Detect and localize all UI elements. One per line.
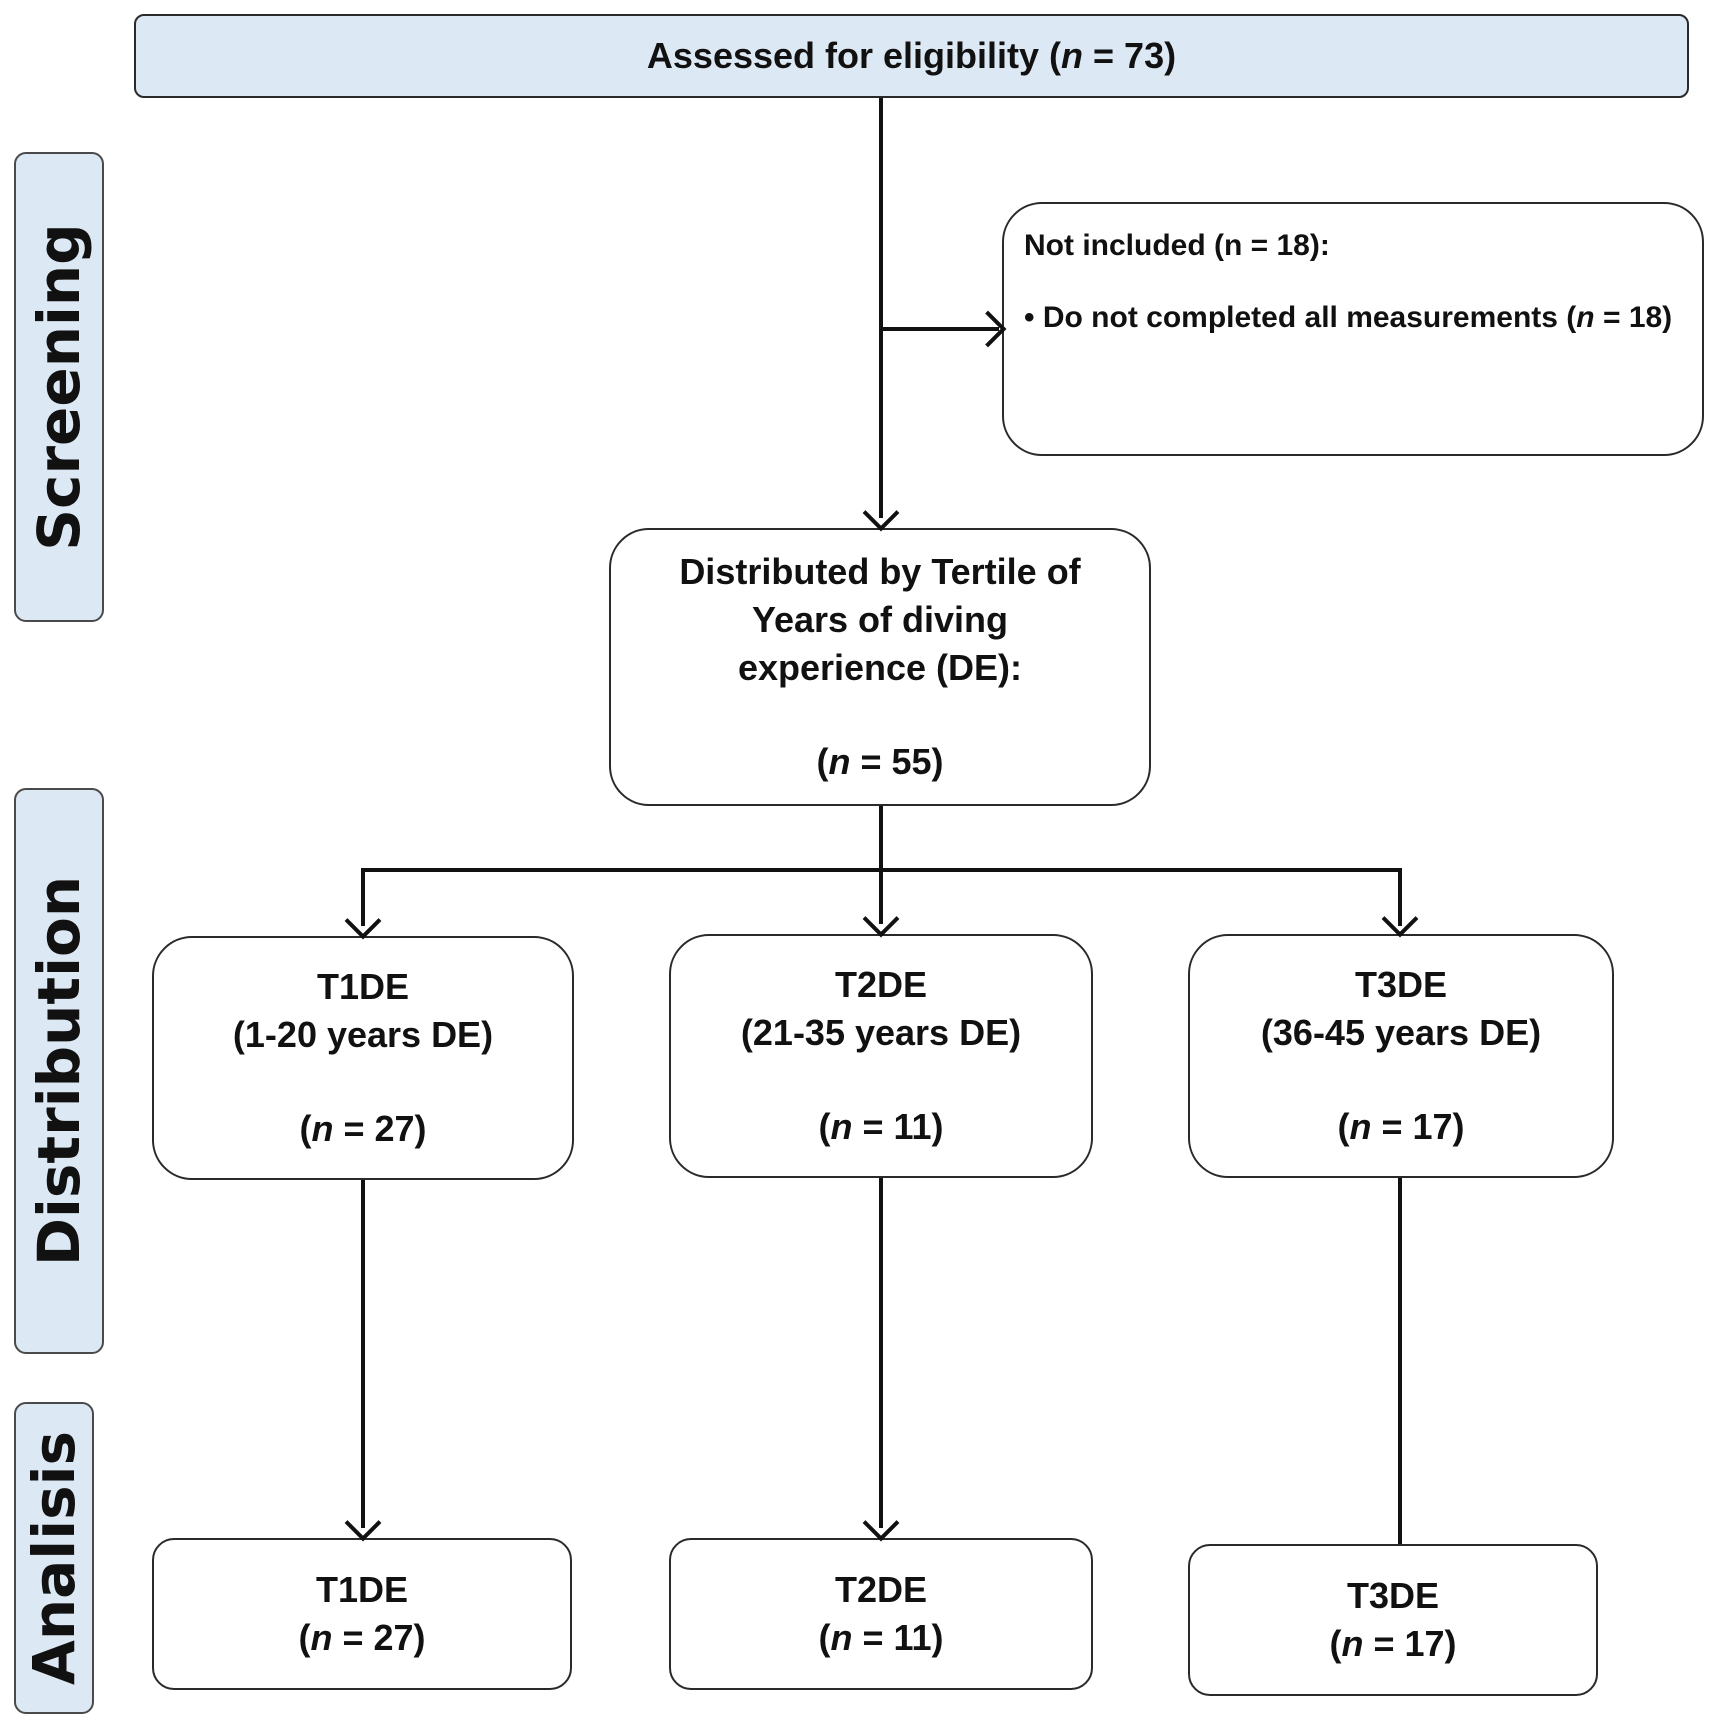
- distributed-count: (n = 55): [816, 741, 944, 782]
- analysis-name: T2DE: [834, 1569, 928, 1610]
- arrow-to-t2: [862, 900, 900, 938]
- connector-to-t3: [1398, 868, 1402, 926]
- distributed-line-3: experience (DE):: [737, 647, 1023, 688]
- phase-bar-screening: Screening: [14, 152, 104, 622]
- analysis-box-t3: T3DE (n = 17): [1188, 1544, 1598, 1696]
- phase-label-distribution: Distribution: [25, 875, 93, 1267]
- distributed-line-2: Years of diving: [751, 599, 1009, 640]
- assessed-text: Assessed for eligibility (n = 73): [646, 35, 1177, 76]
- excluded-title: Not included (n = 18):: [1024, 229, 1330, 262]
- analysis-box-t1: T1DE (n = 27): [152, 1538, 572, 1690]
- analysis-name: T1DE: [315, 1569, 409, 1610]
- excluded-reason: • Do not completed all measurements (n =…: [1024, 301, 1673, 334]
- connector-t2-analysis: [879, 1178, 883, 1528]
- group-name: T3DE: [1354, 964, 1448, 1005]
- group-range: (36-45 years DE): [1260, 1012, 1542, 1053]
- group-count: (n = 17): [1337, 1106, 1465, 1147]
- group-box-t3: T3DE (36-45 years DE) (n = 17): [1188, 934, 1614, 1178]
- connector-horizontal-bar: [361, 868, 1402, 872]
- phase-bar-distribution: Distribution: [14, 788, 104, 1354]
- distributed-line-1: Distributed by Tertile of: [679, 551, 1081, 592]
- group-count: (n = 27): [299, 1108, 427, 1149]
- group-box-t2: T2DE (21-35 years DE) (n = 11): [669, 934, 1093, 1178]
- arrow-to-t1: [344, 902, 382, 940]
- phase-bar-analysis: Analisis: [14, 1402, 94, 1714]
- analysis-box-t2: T2DE (n = 11): [669, 1538, 1093, 1690]
- arrow-to-excluded: [969, 310, 1007, 348]
- analysis-count: (n = 17): [1329, 1623, 1457, 1664]
- group-count: (n = 11): [818, 1106, 944, 1147]
- arrow-to-analysis-t1: [344, 1504, 382, 1542]
- assessed-box: Assessed for eligibility (n = 73): [134, 14, 1689, 98]
- group-name: T1DE: [316, 966, 410, 1007]
- group-name: T2DE: [834, 964, 928, 1005]
- group-range: (1-20 years DE): [232, 1014, 494, 1055]
- arrow-to-distributed: [862, 494, 900, 532]
- connector-to-excluded: [881, 327, 999, 331]
- analysis-count: (n = 27): [298, 1617, 426, 1658]
- arrow-to-analysis-t2: [862, 1504, 900, 1542]
- distributed-box: Distributed by Tertile of Years of divin…: [609, 528, 1151, 806]
- connector-t3-analysis: [1398, 1178, 1402, 1544]
- excluded-box: Not included (n = 18): • Do not complete…: [1002, 202, 1704, 456]
- phase-label-analysis: Analisis: [20, 1430, 88, 1686]
- connector-main-vertical: [879, 98, 883, 518]
- connector-to-t1: [361, 868, 365, 926]
- phase-label-screening: Screening: [25, 223, 93, 551]
- group-range: (21-35 years DE): [740, 1012, 1022, 1053]
- analysis-name: T3DE: [1346, 1575, 1440, 1616]
- arrow-to-t3: [1381, 900, 1419, 938]
- connector-t1-analysis: [361, 1180, 365, 1528]
- connector-distributed-down: [879, 806, 883, 924]
- analysis-count: (n = 11): [818, 1617, 944, 1658]
- group-box-t1: T1DE (1-20 years DE) (n = 27): [152, 936, 574, 1180]
